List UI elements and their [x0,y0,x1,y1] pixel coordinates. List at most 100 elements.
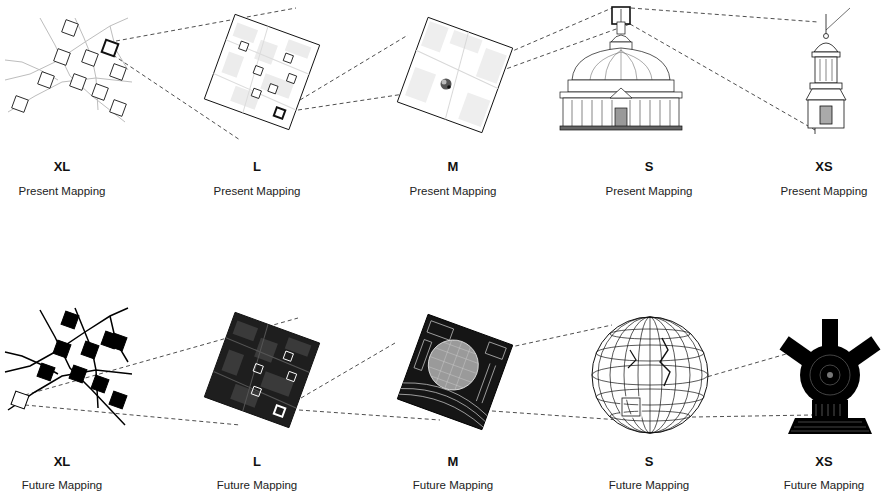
city-map-xl-future-part-part [109,391,127,409]
cupola-xs-part [826,8,850,30]
district-map-l-part-part [239,41,249,51]
district-map-l-future-part-part [285,337,312,356]
mapping-caption: Future Mapping [215,479,300,491]
city-map-xl-future [5,308,132,425]
site-plan-m-future-part [398,319,511,427]
cupola-xs-part [815,128,816,134]
district-map-l-future-part-part [260,371,294,396]
cupola-xs-part-part [832,59,833,81]
district-map-l [204,14,319,129]
district-map-l-future-part [204,312,319,427]
site-map-m-part-part [421,21,449,52]
building-elevation-s-part [572,48,670,80]
building-blob-part [442,80,447,85]
district-map-l-future-part-part [222,349,245,375]
district-map-l-part [204,14,319,129]
district-map-l-future-part-part [237,324,273,411]
city-map-xl-future-part-part [53,340,71,358]
site-map-m [397,17,512,132]
district-map-l-future-part [242,343,304,417]
district-map-l-part-part [237,26,273,113]
building-elevation-s-part-part [612,100,613,126]
city-map-xl-part-part [12,96,29,113]
zoom-leader-part [299,410,440,420]
city-map-xl-future-part-part [81,341,99,359]
city-map-xl-part [5,18,132,122]
district-map-l-future-part-part [212,372,299,408]
cupola-xs-part [812,52,840,57]
site-plan-m-future-part-part [436,340,452,383]
city-map-xl-future-part-part [75,308,98,408]
cupola-xs-part [806,89,846,100]
city-map-xl-future-part-part [69,365,87,383]
building-elevation-s-part [612,7,630,24]
district-map-l-part-part [222,51,245,77]
city-map-xl-future-part-part [91,375,109,393]
building-elevation-s-part [611,35,631,42]
globe-s-future-part [650,317,651,433]
zoom-leader-part [478,410,620,420]
scale-label: XS [813,454,834,469]
district-map-l-future-part [211,319,311,419]
district-map-l-part-part [225,40,311,75]
machine-xs-future [780,319,881,434]
city-map-xl-part-part [92,84,109,101]
district-map-l-future-part-part [274,405,286,417]
globe-s-future-part [592,317,708,433]
site-map-m-part-part [438,32,476,119]
machine-xs-future-part [788,418,872,434]
scale-label: XL [52,454,73,469]
site-map-m-part-part [413,50,500,88]
site-plan-m-future [397,314,512,429]
machine-xs-future-part [791,422,869,431]
machine-xs-future-part-part [822,404,823,416]
city-map-xl-future-part-part [101,331,119,349]
district-map-l-part-part [233,23,258,44]
building-blob-part [441,79,452,90]
building-elevation-s-part-part [621,48,622,80]
machine-xs-future-part-part [828,404,829,416]
cupola-xs-part-part [826,59,827,81]
scale-label: S [643,159,656,174]
site-map-m-part [402,21,509,127]
building-elevation-s-part-part [582,100,583,126]
district-map-l-future [204,312,319,427]
mapping-caption: Present Mapping [212,185,303,197]
scale-label: M [446,159,461,174]
city-map-xl-part-part [62,20,79,37]
mapping-caption: Future Mapping [782,479,867,491]
city-map-xl-future-part-part [37,363,55,381]
scale-label: XS [813,159,834,174]
machine-xs-future-part-part [791,431,869,432]
city-map-xl-future-part [5,308,132,425]
site-plan-m-future-part-part [427,321,454,340]
city-map-xl-part-part [110,100,127,117]
building-elevation-s-part [610,88,632,98]
site-plan-m-future-part [397,314,512,429]
site-map-m-part [397,17,512,132]
site-plan-m-future-part-part [476,363,490,401]
district-map-l-future-part-part [286,371,296,381]
city-map-xl-future-part [11,391,29,409]
globe-s-future [592,317,708,433]
machine-xs-future-part [822,319,838,349]
machine-xs-future-part-part [794,427,866,428]
globe-s-future-part [596,389,704,405]
building-elevation-s-part-part [621,52,652,80]
city-map-xl-part-part [110,64,127,81]
machine-xs-future-part-part [798,422,862,423]
site-plan-m-future-part-part [398,387,486,427]
machine-xs-future-part [820,365,840,385]
machine-xs-future-part [810,355,850,395]
site-plan-m-future-part [421,333,485,397]
district-map-l-part-part [286,73,296,83]
city-map-xl-part-part [38,72,55,89]
machine-xs-future-part [816,404,840,416]
globe-s-future-part [610,329,690,339]
building-elevation-s-part-part [640,100,641,126]
site-map-m-part [397,17,512,132]
building-elevation-s-part-part [630,100,631,126]
cupola-xs-part [826,14,827,36]
mapping-caption: Present Mapping [779,185,870,197]
